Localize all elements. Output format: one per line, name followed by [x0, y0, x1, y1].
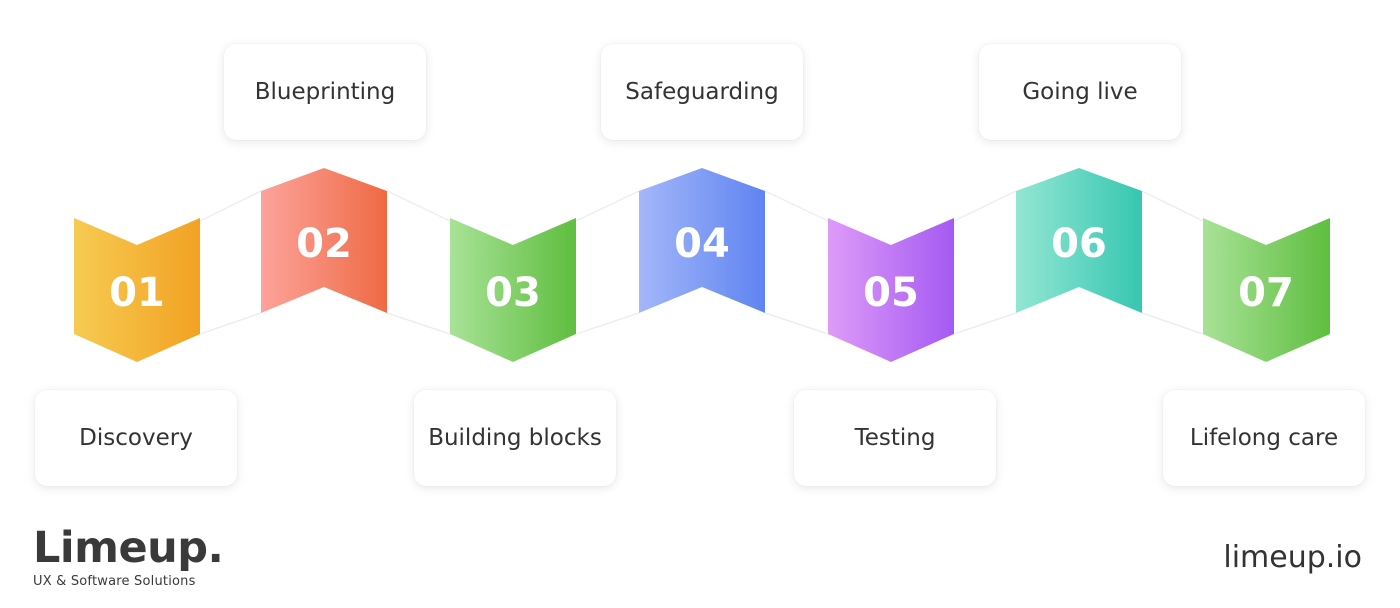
step-03-number: 03: [485, 270, 541, 316]
step-06-label-card: Going live: [979, 44, 1181, 140]
step-01-number: 01: [109, 270, 165, 316]
step-02-chevron: [261, 168, 387, 313]
step-03-chevron: [450, 218, 576, 362]
step-04-label: Safeguarding: [625, 79, 779, 105]
step-01-label-card: Discovery: [35, 390, 237, 486]
step-07-chevron: [1203, 218, 1330, 362]
step-04-chevron: [639, 168, 765, 313]
step-02-label-card: Blueprinting: [224, 44, 426, 140]
website-link[interactable]: limeup.io: [1223, 540, 1362, 575]
step-06-label: Going live: [1022, 79, 1138, 105]
step-07-label-card: Lifelong care: [1163, 390, 1365, 486]
step-05-chevron: [828, 218, 954, 362]
step-01-chevron: [74, 218, 200, 362]
step-07-number: 07: [1238, 270, 1294, 316]
step-07-label: Lifelong care: [1189, 425, 1339, 451]
connector-lines: [199, 190, 1204, 335]
step-03-label: Building blocks: [428, 425, 602, 451]
step-05-label-card: Testing: [794, 390, 996, 486]
step-02-label: Blueprinting: [254, 79, 396, 105]
brand-logo: Limeup. UX & Software Solutions: [33, 523, 224, 589]
step-02-number: 02: [296, 221, 352, 267]
step-05-number: 05: [863, 270, 919, 316]
brand-name: Limeup.: [33, 523, 224, 573]
step-05-label: Testing: [854, 425, 936, 451]
step-01-label: Discovery: [79, 425, 193, 451]
step-04-number: 04: [674, 221, 730, 267]
step-03-label-card: Building blocks: [414, 390, 616, 486]
step-06-chevron: [1016, 168, 1142, 313]
brand-tagline: UX & Software Solutions: [33, 574, 196, 589]
step-04-label-card: Safeguarding: [601, 44, 803, 140]
step-06-number: 06: [1051, 221, 1107, 267]
